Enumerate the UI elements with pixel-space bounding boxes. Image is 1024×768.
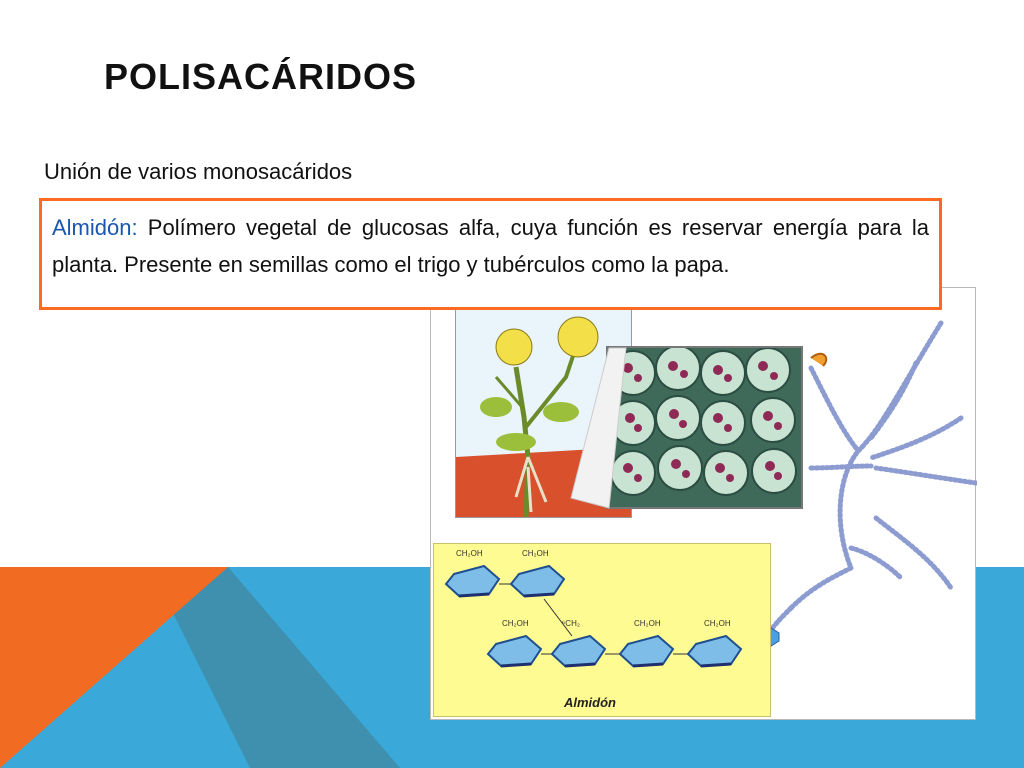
definition-body: Polímero vegetal de glucosas alfa, cuya …: [52, 215, 929, 277]
slide-title: POLISACÁRIDOS: [104, 56, 418, 97]
branched-starch-chain: [570, 320, 977, 647]
slide-subtitle: Unión de varios monosacáridos: [44, 159, 353, 184]
chem-group-label: CH₂OH: [456, 549, 483, 558]
definition-term: Almidón:: [52, 215, 138, 240]
chem-group-label: CH₂OH: [634, 619, 661, 628]
chem-group-label: CH₂OH: [704, 619, 731, 628]
starch-cells-micrograph: [606, 346, 803, 509]
definition-paragraph: Almidón: Polímero vegetal de glucosas al…: [52, 209, 929, 283]
definition-box: Almidón: Polímero vegetal de glucosas al…: [39, 198, 942, 310]
starch-illustration: CH₂OH CH₂OH CH₂OH ⁶CH₂ CH₂OH CH₂OH: [430, 287, 977, 720]
chem-group-label: ⁶CH₂: [562, 619, 580, 628]
starch-chemical-structure: CH₂OH CH₂OH CH₂OH ⁶CH₂ CH₂OH CH₂OH: [433, 543, 771, 717]
chem-group-label: CH₂OH: [502, 619, 529, 628]
chem-caption: Almidón: [564, 695, 616, 710]
chem-group-label: CH₂OH: [522, 549, 549, 558]
